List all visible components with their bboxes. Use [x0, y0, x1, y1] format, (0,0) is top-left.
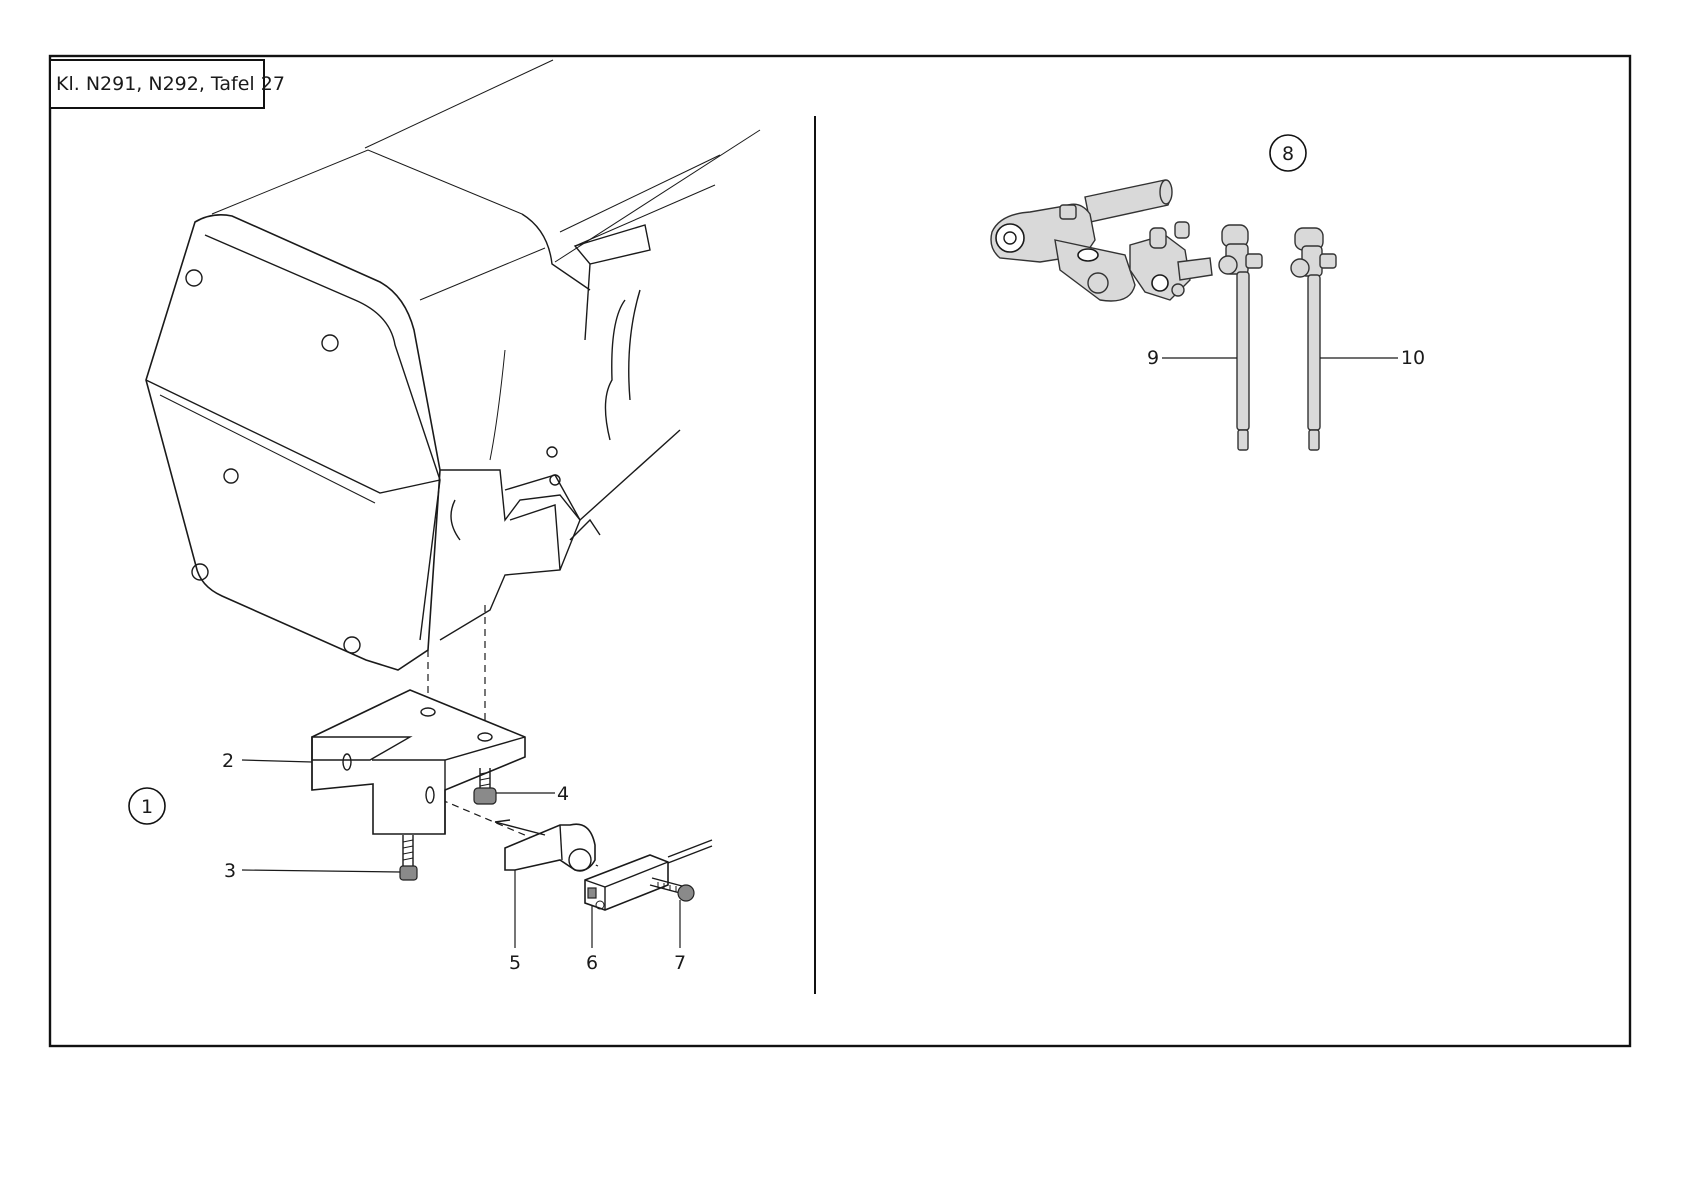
shaft-assembly — [991, 180, 1212, 301]
callout-2-leader — [242, 760, 312, 762]
view-marker-8: 8 — [1270, 135, 1306, 171]
callout-7: 7 — [674, 952, 686, 974]
callout-3: 3 — [224, 860, 236, 882]
callout-3-leader — [242, 870, 400, 872]
title-box: Kl. N291, N292, Tafel 27 — [50, 60, 285, 108]
callout-5: 5 — [509, 952, 521, 974]
view-marker-1: 1 — [129, 788, 165, 824]
machine-head-drawing — [146, 60, 760, 670]
view-marker-8-label: 8 — [1282, 143, 1294, 165]
callout-2: 2 — [222, 750, 234, 772]
part-3-screw — [400, 835, 417, 880]
view-marker-1-label: 1 — [141, 796, 153, 818]
part-6-block — [585, 855, 668, 910]
part-2-bracket — [312, 690, 525, 834]
part-5-lever — [495, 820, 595, 871]
title-text: Kl. N291, N292, Tafel 27 — [56, 73, 285, 95]
part-9-needle-bar — [1219, 225, 1262, 450]
callout-10: 10 — [1401, 347, 1425, 369]
callout-6: 6 — [586, 952, 598, 974]
part-10-needle-bar — [1291, 228, 1336, 450]
callout-4: 4 — [557, 783, 569, 805]
callout-9: 9 — [1147, 347, 1159, 369]
